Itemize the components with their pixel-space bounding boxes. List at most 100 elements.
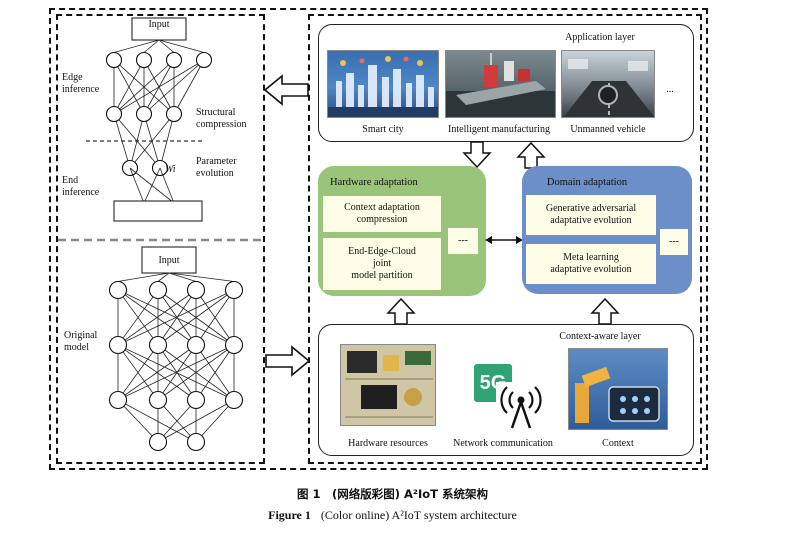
caption-figure-label: Figure 1 bbox=[268, 508, 311, 522]
arrow-down-icon bbox=[462, 141, 492, 169]
caption-english: Figure 1 (Color online) A²IoT system arch… bbox=[0, 508, 785, 523]
network-node bbox=[165, 51, 183, 69]
arrow-up-icon bbox=[386, 297, 416, 325]
caption-figure-text: (Color online) A²IoT system architecture bbox=[320, 508, 517, 522]
bidirectional-arrow-icon bbox=[485, 236, 523, 244]
end-edge-cloud-box: End-Edge-Cloud joint model partition bbox=[323, 238, 441, 290]
structural-compression-label: Structural compression bbox=[196, 107, 247, 130]
network-edge bbox=[117, 344, 235, 401]
antenna-icon bbox=[496, 382, 546, 430]
network-node bbox=[224, 335, 244, 355]
network-edge bbox=[117, 344, 159, 401]
network-edge bbox=[117, 344, 197, 401]
hardware-ellipsis-box: --- bbox=[448, 228, 478, 254]
network-edge bbox=[195, 399, 235, 443]
context-aware-layer-title: Context-aware layer bbox=[559, 331, 641, 342]
arrow-left-icon bbox=[263, 74, 309, 106]
input-label-top: Input bbox=[148, 19, 170, 30]
domain-ellipsis-box: --- bbox=[660, 229, 688, 255]
generative-adversarial-box: Generative adversarial adaptative evolut… bbox=[526, 195, 656, 235]
right-frame bbox=[308, 14, 702, 464]
network-node bbox=[186, 432, 206, 452]
network-node bbox=[135, 105, 153, 123]
hardware-resources-image bbox=[340, 344, 436, 426]
context-image bbox=[568, 348, 668, 430]
unmanned-vehicle-caption: Unmanned vehicle bbox=[570, 124, 646, 135]
outer-frame bbox=[49, 8, 708, 470]
network-edge bbox=[173, 59, 205, 115]
intelligent-manufacturing-caption: Intelligent manufacturing bbox=[448, 124, 550, 135]
network-edge bbox=[117, 399, 159, 443]
network-edge bbox=[195, 344, 235, 401]
network-edge bbox=[129, 113, 145, 169]
arrow-up-icon bbox=[590, 297, 620, 325]
network-node bbox=[224, 390, 244, 410]
unmanned-vehicle-image bbox=[561, 50, 655, 118]
network-node bbox=[148, 390, 168, 410]
left-network-diagram bbox=[58, 17, 263, 452]
network-edge bbox=[159, 167, 175, 204]
network-edge bbox=[129, 167, 145, 204]
network-node bbox=[165, 105, 183, 123]
network-edge bbox=[158, 39, 205, 53]
network-communication-caption: Network communication bbox=[453, 438, 553, 449]
network-edge bbox=[117, 399, 197, 443]
network-node bbox=[135, 51, 153, 69]
output-box-top bbox=[113, 200, 203, 222]
application-ellipsis: ... bbox=[666, 84, 674, 95]
network-edge bbox=[157, 289, 197, 346]
network-node bbox=[195, 51, 213, 69]
network-edge bbox=[117, 289, 197, 346]
caption-chinese: 图 1 (网络版彩图) A²IoT 系统架构 bbox=[297, 487, 488, 501]
network-edge bbox=[113, 113, 131, 169]
original-model-label: Original model bbox=[64, 330, 98, 353]
network-edge bbox=[113, 59, 145, 115]
hardware-resources-caption: Hardware resources bbox=[348, 438, 428, 449]
network-edge bbox=[157, 344, 235, 401]
network-edge bbox=[157, 399, 235, 443]
network-edge bbox=[143, 167, 161, 204]
network-edge bbox=[168, 272, 197, 282]
network-edge bbox=[157, 272, 170, 282]
network-edge bbox=[157, 289, 235, 346]
smart-city-caption: Smart city bbox=[362, 124, 404, 135]
network-node bbox=[108, 390, 128, 410]
network-edge bbox=[113, 59, 175, 115]
smart-city-image bbox=[327, 50, 439, 118]
network-edge bbox=[143, 59, 205, 115]
lower-network bbox=[108, 272, 244, 452]
network-edge bbox=[113, 59, 205, 115]
network-node bbox=[186, 335, 206, 355]
weight-label: Wi bbox=[165, 164, 176, 175]
network-edge bbox=[143, 39, 160, 53]
network-node bbox=[186, 280, 206, 300]
network-edge bbox=[168, 272, 235, 282]
network-node bbox=[108, 335, 128, 355]
end-inference-label: End inference bbox=[62, 175, 100, 198]
network-edge bbox=[117, 289, 235, 346]
network-edge bbox=[158, 39, 175, 53]
domain-adaptation-title: Domain adaptation bbox=[546, 177, 628, 188]
context-caption: Context bbox=[602, 438, 634, 449]
edge-inference-label: Edge inference bbox=[62, 72, 100, 95]
network-edge bbox=[159, 113, 175, 169]
network-edge bbox=[195, 289, 235, 346]
network-edge bbox=[117, 272, 170, 282]
left-frame bbox=[56, 14, 265, 464]
application-layer-title: Application layer bbox=[565, 32, 635, 43]
network-edge bbox=[157, 399, 197, 443]
meta-learning-box: Meta learning adaptative evolution bbox=[526, 244, 656, 284]
network-edge bbox=[117, 289, 159, 346]
network-node bbox=[148, 335, 168, 355]
network-edge bbox=[129, 113, 175, 169]
network-node bbox=[148, 280, 168, 300]
network-node bbox=[105, 51, 123, 69]
input-label-bottom: Input bbox=[158, 255, 180, 266]
hardware-adaptation-title: Hardware adaptation bbox=[330, 177, 418, 188]
arrow-right-icon bbox=[265, 345, 311, 377]
upper-network bbox=[105, 39, 213, 219]
network-node bbox=[105, 105, 123, 123]
parameter-evolution-label: Parameter evolution bbox=[196, 156, 237, 179]
network-edge bbox=[157, 344, 197, 401]
input-box-bottom bbox=[141, 246, 197, 274]
